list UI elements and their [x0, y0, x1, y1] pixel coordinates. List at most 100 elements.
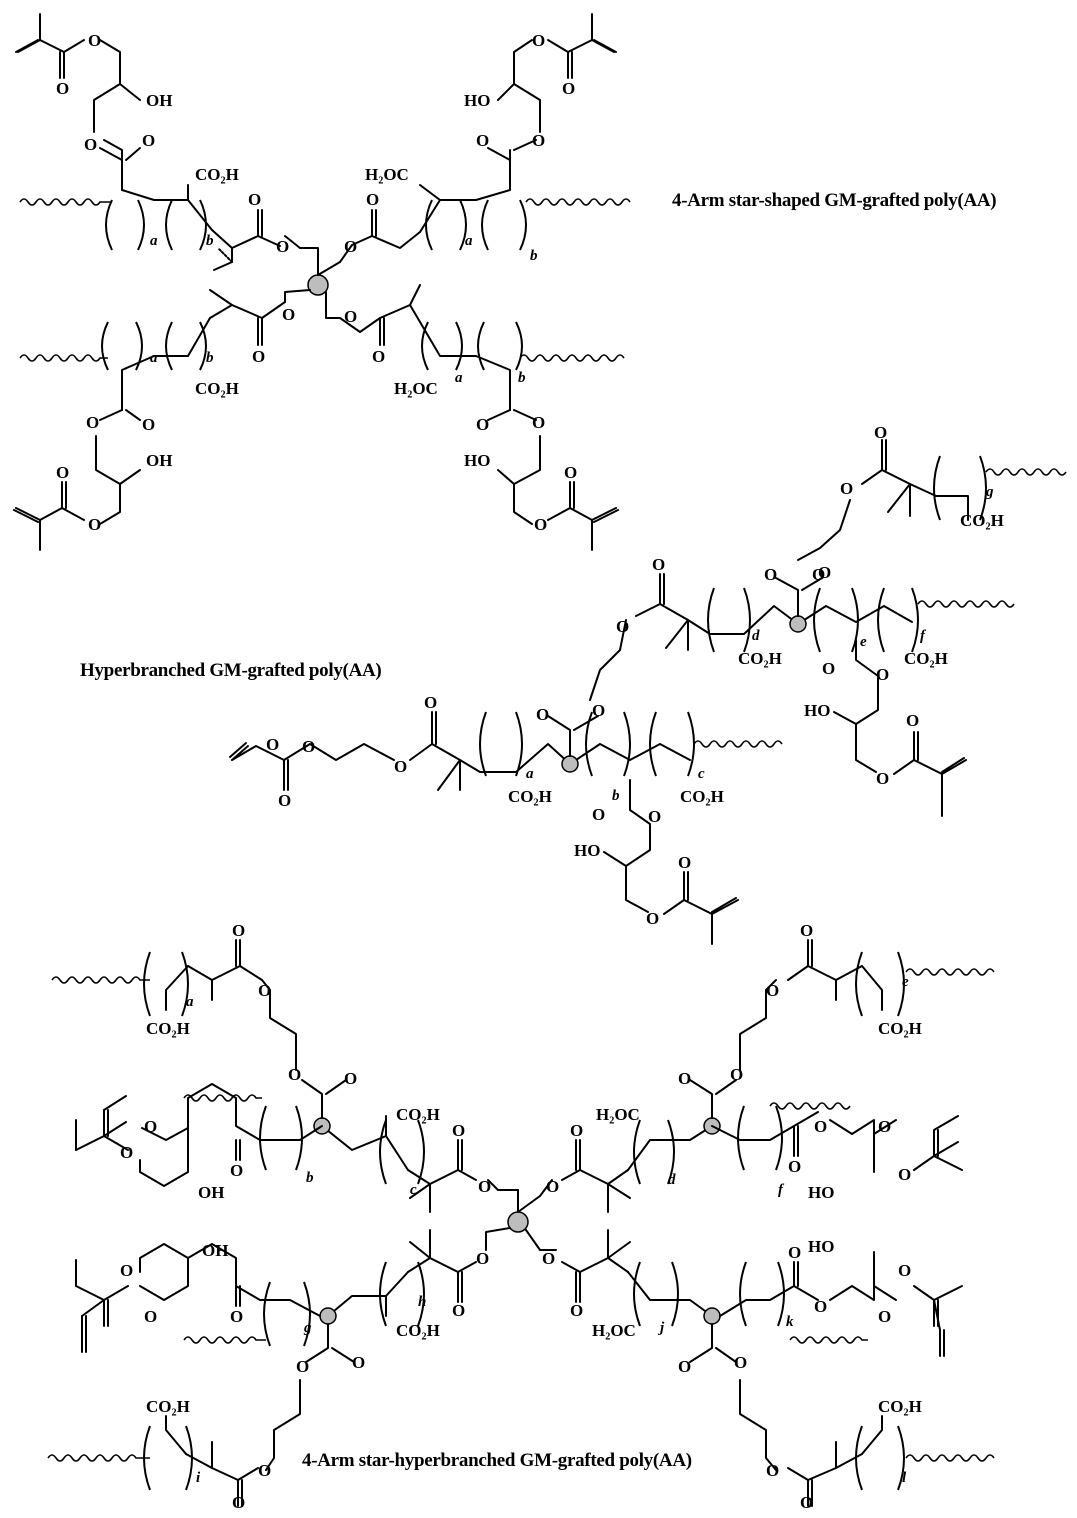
atom-o: O [266, 735, 279, 754]
atom-o: O [874, 423, 887, 442]
atom-o: O [678, 1069, 691, 1088]
atom-co2h: CO₂H [960, 511, 1004, 530]
atom-o: O [592, 805, 605, 824]
atom-o: O [822, 659, 835, 678]
atom-co2h: CO₂H [146, 1397, 190, 1416]
atom-o: O [230, 1307, 243, 1326]
atom-o: O [536, 705, 549, 724]
atom-o: O [276, 237, 289, 256]
atom-o: O [898, 1261, 911, 1280]
atom-co2h: CO₂H [878, 1019, 922, 1038]
atom-o: O [86, 413, 99, 432]
atom-h2oc: H₂OC [365, 165, 409, 184]
atom-h2oc: H₂OC [596, 1105, 640, 1124]
atom-o: O [344, 307, 357, 326]
atom-o: O [734, 1353, 747, 1372]
subscript-e: e [860, 634, 867, 650]
atom-o: O [352, 1353, 365, 1372]
atom-o: O [766, 1461, 779, 1480]
caption-star: 4-Arm star-shaped GM-grafted poly(AA) [672, 190, 996, 211]
structure-hyperbranched: O O O O a CO₂H O O b c CO₂H O O HO O O O… [229, 423, 1067, 945]
atom-o: O [764, 565, 777, 584]
atom-co2h: CO₂H [195, 379, 239, 398]
atom-o: O [592, 701, 605, 720]
atom-o: O [424, 693, 437, 712]
subscript-e: e [902, 974, 909, 990]
atom-o: O [288, 1065, 301, 1084]
atom-o: O [546, 1177, 559, 1196]
core-node [507, 1211, 529, 1233]
subscript-b: b [206, 233, 214, 249]
atom-o: O [532, 131, 545, 150]
atom-h2oc: H₂OC [394, 379, 438, 398]
subscript-k: k [786, 1314, 794, 1330]
atom-o: O [232, 1493, 245, 1512]
atom-co2h: CO₂H [680, 787, 724, 806]
subscript-f: f [920, 628, 927, 644]
atom-o: O [730, 1065, 743, 1084]
atom-o: O [878, 1307, 891, 1326]
subscript-a: a [526, 766, 534, 782]
atom-o: O [652, 555, 665, 574]
atom-o: O [906, 711, 919, 730]
atom-o: O [252, 347, 265, 366]
atom-o: O [258, 981, 271, 1000]
subscript-b: b [518, 370, 526, 386]
atom-o: O [478, 1177, 491, 1196]
atom-o: O [476, 131, 489, 150]
subscript-i: i [196, 1470, 201, 1486]
atom-o: O [766, 981, 779, 1000]
atom-ho: HO [464, 451, 490, 470]
atom-o: O [840, 479, 853, 498]
structure-star: O O CO₂H a b O O OH O O O O H₂OC a b O O… [13, 13, 631, 551]
atom-h2oc: H₂OC [592, 1321, 636, 1340]
atom-o: O [302, 737, 315, 756]
subscript-a: a [150, 233, 158, 249]
atom-co2h: CO₂H [738, 649, 782, 668]
atom-ho: HO [464, 91, 490, 110]
atom-o: O [800, 1493, 813, 1512]
atom-co2h: CO₂H [878, 1397, 922, 1416]
atom-co2h: CO₂H [146, 1019, 190, 1038]
subscript-a: a [150, 350, 158, 366]
atom-o: O [452, 1121, 465, 1140]
atom-co2h: CO₂H [508, 787, 552, 806]
subscript-a: a [465, 233, 473, 249]
atom-oh: OH [146, 91, 172, 110]
subscript-g: g [985, 484, 994, 500]
atom-co2h: CO₂H [396, 1105, 440, 1124]
atom-ho: HO [808, 1183, 834, 1202]
atom-o: O [296, 1357, 309, 1376]
atom-o: O [56, 79, 69, 98]
subscript-d: d [752, 628, 760, 644]
subscript-f: f [778, 1182, 785, 1198]
subscript-h: h [418, 1294, 426, 1310]
atom-oh: OH [198, 1183, 224, 1202]
subscript-b: b [612, 788, 620, 804]
atom-o: O [88, 515, 101, 534]
subscript-g: g [303, 1320, 312, 1336]
atom-o: O [812, 565, 825, 584]
atom-o: O [366, 190, 379, 209]
atom-o: O [532, 413, 545, 432]
atom-ho: HO [804, 701, 830, 720]
subscript-a: a [455, 370, 463, 386]
atom-o: O [646, 909, 659, 928]
atom-o: O [814, 1297, 827, 1316]
subscript-a: a [186, 994, 194, 1010]
subscript-b: b [306, 1170, 314, 1186]
atom-o: O [84, 135, 97, 154]
branch-node [561, 755, 579, 773]
atom-o: O [570, 1301, 583, 1320]
atom-o: O [562, 79, 575, 98]
atom-o: O [616, 617, 629, 636]
atom-co2h: CO₂H [904, 649, 948, 668]
atom-co2h: CO₂H [195, 165, 239, 184]
atom-o: O [532, 31, 545, 50]
atom-o: O [476, 415, 489, 434]
branch-node [789, 615, 807, 633]
atom-o: O [394, 757, 407, 776]
atom-o: O [788, 1157, 801, 1176]
